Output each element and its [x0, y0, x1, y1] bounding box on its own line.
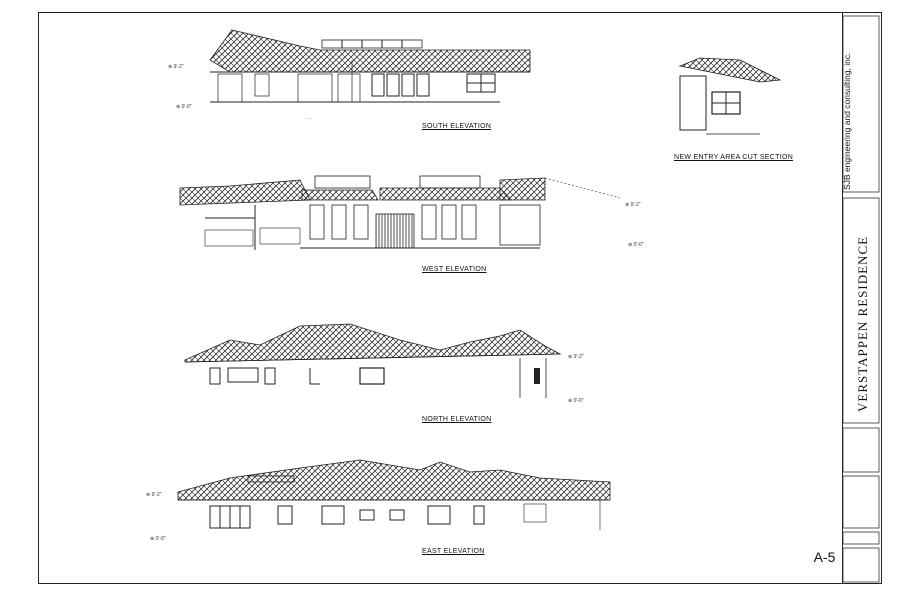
level-tag: ⊕ 0'-0": [150, 536, 166, 542]
level-tag: ⊕ 9'-2": [146, 492, 162, 498]
entry-cut-section-title: NEW ENTRY AREA CUT SECTION: [674, 154, 794, 161]
east-elevation: ⊕ 9'-2" ⊕ 0'-0": [146, 459, 611, 542]
north-roof: [184, 323, 562, 363]
level-tag: ⊕ 9'-2": [168, 64, 184, 70]
drawing-area: [39, 13, 843, 583]
west-entry-door: [375, 213, 415, 249]
north-elevation-title: NORTH ELEVATION: [422, 416, 492, 423]
east-elevation-title: EAST ELEVATION: [422, 548, 485, 555]
project-name: VERSTAPPEN RESIDENCE: [855, 235, 870, 412]
south-elevation: ⊕ 9'-2" ⊕ 0'-0" — —: [168, 29, 531, 120]
level-tag: ⊕ 0'-0": [568, 398, 584, 404]
west-roof-left: [179, 179, 311, 206]
west-roof-far: [499, 177, 546, 201]
west-elevation: ⊕ 9'-2" ⊕ 0'-0": [179, 175, 644, 250]
west-roof-right: [379, 187, 511, 201]
south-elevation-title: SOUTH ELEVATION: [422, 123, 492, 130]
level-tag: ⊕ 9'-2": [568, 354, 584, 360]
level-tag: ⊕ 0'-0": [628, 242, 644, 248]
title-block-cells: [842, 15, 880, 583]
west-roof-mid: [301, 189, 379, 201]
north-elevation: ⊕ 9'-2" ⊕ 0'-0": [184, 323, 584, 404]
level-tag: ⊕ 0'-0": [176, 104, 192, 110]
svg-text:— —: — —: [306, 116, 313, 120]
sheet-number: A-5: [813, 549, 836, 565]
west-elevation-title: WEST ELEVATION: [422, 266, 487, 273]
south-solar-panels: [321, 39, 423, 49]
entry-cut-section: [678, 57, 782, 135]
level-tag: ⊕ 9'-2": [625, 202, 641, 208]
drawing-sheet: [38, 12, 882, 584]
east-roof: [177, 459, 611, 501]
firm-name: SJB engineering and consulting, inc.: [842, 52, 852, 190]
south-roof: [209, 29, 531, 73]
